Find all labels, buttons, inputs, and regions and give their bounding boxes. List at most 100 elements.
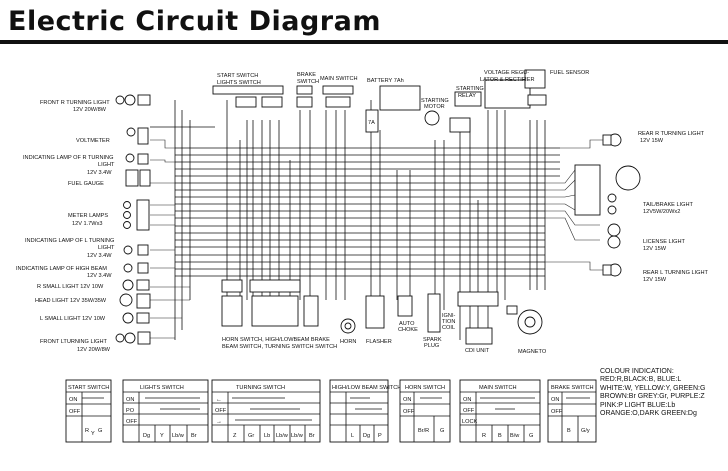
svg-text:ON: ON bbox=[403, 397, 411, 403]
wire-harness bbox=[150, 100, 603, 340]
svg-text:Br: Br bbox=[309, 433, 315, 439]
svg-text:CHOKE: CHOKE bbox=[398, 327, 418, 333]
svg-text:MAIN SWITCH: MAIN SWITCH bbox=[320, 76, 358, 82]
colour-line: ORANGE:O,DARK GREEN:Dg bbox=[600, 410, 697, 418]
svg-text:7A: 7A bbox=[368, 120, 375, 126]
svg-text:Lb: Lb bbox=[264, 433, 270, 439]
svg-text:B: B bbox=[567, 428, 571, 434]
svg-text:12V 20W/8W: 12V 20W/8W bbox=[77, 347, 111, 353]
svg-text:G: G bbox=[440, 428, 444, 434]
colour-line: RED:R,BLACK:B, BLUE:L bbox=[600, 376, 682, 384]
svg-text:12V 20W/8W: 12V 20W/8W bbox=[73, 107, 107, 113]
svg-text:B: B bbox=[498, 433, 502, 439]
svg-text:HORN: HORN bbox=[340, 339, 356, 345]
svg-text:START SWITCH: START SWITCH bbox=[68, 385, 109, 391]
svg-text:12V 3.4W: 12V 3.4W bbox=[87, 253, 112, 259]
svg-text:Lb/w: Lb/w bbox=[276, 433, 289, 439]
svg-text:MAGNETO: MAGNETO bbox=[518, 349, 547, 355]
svg-text:B/w: B/w bbox=[510, 433, 520, 439]
svg-text:MAIN SWITCH: MAIN SWITCH bbox=[479, 385, 517, 391]
svg-text:ON: ON bbox=[126, 397, 134, 403]
colour-line: PINK:P LIGHT BLUE:Lb bbox=[600, 401, 676, 409]
svg-text:HEAD LIGHT 12V 35W/35W: HEAD LIGHT 12V 35W/35W bbox=[35, 298, 107, 304]
svg-text:Dg: Dg bbox=[363, 433, 370, 439]
svg-text:OFF: OFF bbox=[403, 409, 415, 415]
svg-text:LIGHTS SWITCH: LIGHTS SWITCH bbox=[217, 80, 261, 86]
svg-text:R: R bbox=[482, 433, 486, 439]
svg-text:ON: ON bbox=[551, 397, 559, 403]
svg-text:INDICATING LAMP OF L TURNING: INDICATING LAMP OF L TURNING bbox=[25, 238, 114, 244]
svg-text:TAIL/BRAKE LIGHT: TAIL/BRAKE LIGHT bbox=[643, 202, 694, 208]
svg-text:LOCK: LOCK bbox=[462, 419, 478, 425]
svg-text:IGNI-: IGNI- bbox=[442, 313, 455, 319]
svg-text:ON: ON bbox=[463, 397, 471, 403]
svg-text:L SMALL LIGHT 12V 10W: L SMALL LIGHT 12V 10W bbox=[40, 316, 106, 322]
svg-text:SPARK: SPARK bbox=[423, 337, 442, 343]
svg-text:MOTOR: MOTOR bbox=[424, 104, 445, 110]
svg-text:HORN SWITCH: HORN SWITCH bbox=[405, 385, 445, 391]
svg-text:Gr: Gr bbox=[248, 433, 254, 439]
svg-text:12V 15W: 12V 15W bbox=[643, 277, 667, 283]
svg-text:12V 1.7Wx3: 12V 1.7Wx3 bbox=[72, 221, 102, 227]
colour-indication: COLOUR INDICATION: RED:R,BLACK:B, BLUE:L… bbox=[600, 368, 725, 418]
svg-text:Z: Z bbox=[233, 433, 237, 439]
svg-text:HORN SWITCH, HIGH/LOWBEAM BRAK: HORN SWITCH, HIGH/LOWBEAM BRAKE bbox=[222, 337, 330, 343]
svg-text:STARTING: STARTING bbox=[456, 86, 484, 92]
svg-text:REAR L TURNING LIGHT: REAR L TURNING LIGHT bbox=[643, 270, 709, 276]
svg-text:PLUG: PLUG bbox=[424, 343, 439, 349]
svg-text:12V5W/20Wx2: 12V5W/20Wx2 bbox=[643, 209, 680, 215]
svg-text:BEAM SWITCH, TURNING SWITCH S: BEAM SWITCH, TURNING SWITCH SWITCH bbox=[222, 344, 337, 350]
svg-text:←: ← bbox=[216, 397, 222, 403]
svg-text:Lb/w: Lb/w bbox=[291, 433, 304, 439]
svg-text:ON: ON bbox=[69, 397, 77, 403]
svg-text:COIL: COIL bbox=[442, 325, 455, 331]
svg-text:PO: PO bbox=[126, 408, 135, 414]
svg-text:REAR R TURNING LIGHT: REAR R TURNING LIGHT bbox=[638, 131, 705, 137]
svg-text:Lb/w: Lb/w bbox=[172, 433, 185, 439]
svg-text:LIGHT: LIGHT bbox=[98, 245, 115, 251]
svg-text:P: P bbox=[378, 433, 382, 439]
svg-text:INDICATING LAMP OF HIGH BEAM: INDICATING LAMP OF HIGH BEAM bbox=[16, 266, 107, 272]
svg-text:L: L bbox=[351, 433, 354, 439]
title-rule bbox=[0, 40, 728, 44]
svg-text:RELAY: RELAY bbox=[458, 93, 476, 99]
colour-heading: COLOUR INDICATION: bbox=[600, 368, 674, 375]
svg-text:Y: Y bbox=[91, 431, 95, 437]
svg-text:R SMALL LIGHT 12V 10W: R SMALL LIGHT 12V 10W bbox=[37, 284, 104, 290]
svg-text:LIGHT: LIGHT bbox=[98, 162, 115, 168]
svg-text:TION: TION bbox=[442, 319, 455, 325]
svg-text:Y: Y bbox=[160, 433, 164, 439]
svg-text:G/y: G/y bbox=[581, 428, 590, 434]
component-labels: FRONT R TURNING LIGHT 12V 20W/8W VOLTMET… bbox=[16, 70, 709, 355]
svg-text:METER LAMPS: METER LAMPS bbox=[68, 213, 108, 219]
label-front-r-turn: FRONT R TURNING LIGHT bbox=[40, 100, 110, 106]
svg-text:AUTO: AUTO bbox=[399, 321, 415, 327]
svg-text:STARTING: STARTING bbox=[421, 98, 449, 104]
svg-text:OFF: OFF bbox=[463, 408, 475, 414]
svg-text:12V 15W: 12V 15W bbox=[640, 138, 664, 144]
svg-text:BRAKE SWITCH: BRAKE SWITCH bbox=[551, 385, 594, 391]
svg-text:12V 3.4W: 12V 3.4W bbox=[87, 170, 112, 176]
svg-text:CDI UNIT: CDI UNIT bbox=[465, 348, 490, 354]
svg-text:LICENSE LIGHT: LICENSE LIGHT bbox=[643, 239, 686, 245]
svg-text:INDICATING LAMP OF R TURNING: INDICATING LAMP OF R TURNING bbox=[23, 155, 113, 161]
top-components bbox=[212, 69, 547, 133]
page-title: Electric Circuit Diagram bbox=[8, 6, 381, 37]
colour-line: BROWN:Br GREY:Gr, PURPLE:Z bbox=[600, 393, 705, 401]
svg-text:BATTERY 7Ah: BATTERY 7Ah bbox=[367, 78, 404, 84]
svg-text:LATOR & RECTIFIER: LATOR & RECTIFIER bbox=[480, 77, 535, 83]
svg-text:FUEL SENSOR: FUEL SENSOR bbox=[550, 70, 589, 76]
svg-text:Br/R: Br/R bbox=[418, 428, 429, 434]
left-lamps bbox=[115, 94, 151, 345]
bottom-components bbox=[221, 279, 543, 345]
right-lamps bbox=[574, 133, 641, 277]
svg-text:START SWITCH: START SWITCH bbox=[217, 73, 258, 79]
svg-text:Dg: Dg bbox=[143, 433, 150, 439]
svg-text:G: G bbox=[98, 428, 102, 434]
svg-text:OFF: OFF bbox=[69, 409, 81, 415]
svg-text:→: → bbox=[216, 419, 222, 425]
svg-text:VOLTAGE REGU-: VOLTAGE REGU- bbox=[484, 70, 529, 76]
svg-text:OFF: OFF bbox=[126, 419, 138, 425]
label-voltmeter: VOLTMETER bbox=[76, 138, 110, 144]
